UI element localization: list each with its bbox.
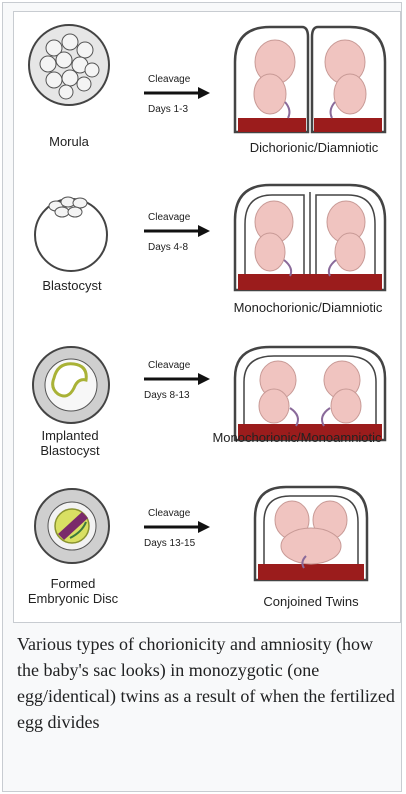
stage-label-morula: Morula <box>24 134 114 149</box>
stage-label-line2: Embryonic Disc <box>28 591 118 606</box>
embryonic-disc-illustration <box>30 484 114 568</box>
right-arrow-icon <box>142 372 212 386</box>
stage-label-line1: Implanted <box>41 428 98 443</box>
arrow-label-cleavage: Cleavage <box>148 508 190 519</box>
right-arrow-icon <box>142 520 212 534</box>
monochorionic-diamniotic-illustration <box>230 180 390 298</box>
stage-label-line2: Blastocyst <box>40 443 99 458</box>
result-label-dichorionic: Dichorionic/Diamniotic <box>228 140 400 155</box>
stage-label-line1: Formed <box>51 576 96 591</box>
right-arrow-icon <box>142 224 212 238</box>
arrow-label-days: Days 1-3 <box>148 104 188 115</box>
arrow-label-cleavage: Cleavage <box>148 74 190 85</box>
implanted-blastocyst-illustration <box>28 342 114 428</box>
arrow-label-days: Days 8-13 <box>144 390 190 401</box>
stage-label-embryonic-disc: Formed Embryonic Disc <box>18 576 128 606</box>
figure-caption: Various types of chorionicity and amnios… <box>17 631 397 735</box>
result-label-monochorionic-diamniotic: Monochorionic/Diamniotic <box>214 300 402 315</box>
arrow-label-days: Days 13-15 <box>144 538 195 549</box>
stage-label-implanted: Implanted Blastocyst <box>22 428 118 458</box>
right-arrow-icon <box>142 86 212 100</box>
result-label-monochorionic-monoamniotic: Monochorionic/Monoamniotic <box>194 430 400 445</box>
blastocyst-illustration <box>28 190 114 276</box>
arrow-label-cleavage: Cleavage <box>148 212 190 223</box>
arrow-label-cleavage: Cleavage <box>148 360 190 371</box>
conjoined-twins-illustration <box>250 482 372 586</box>
arrow-label-days: Days 4-8 <box>148 242 188 253</box>
morula-illustration <box>24 20 114 110</box>
result-label-conjoined: Conjoined Twins <box>250 594 372 609</box>
stage-label-blastocyst: Blastocyst <box>24 278 120 293</box>
twinning-diagram[interactable]: Morula Cleavage Days 1-3 Dichorionic/Dia… <box>13 11 401 623</box>
dichorionic-diamniotic-illustration <box>230 22 390 142</box>
